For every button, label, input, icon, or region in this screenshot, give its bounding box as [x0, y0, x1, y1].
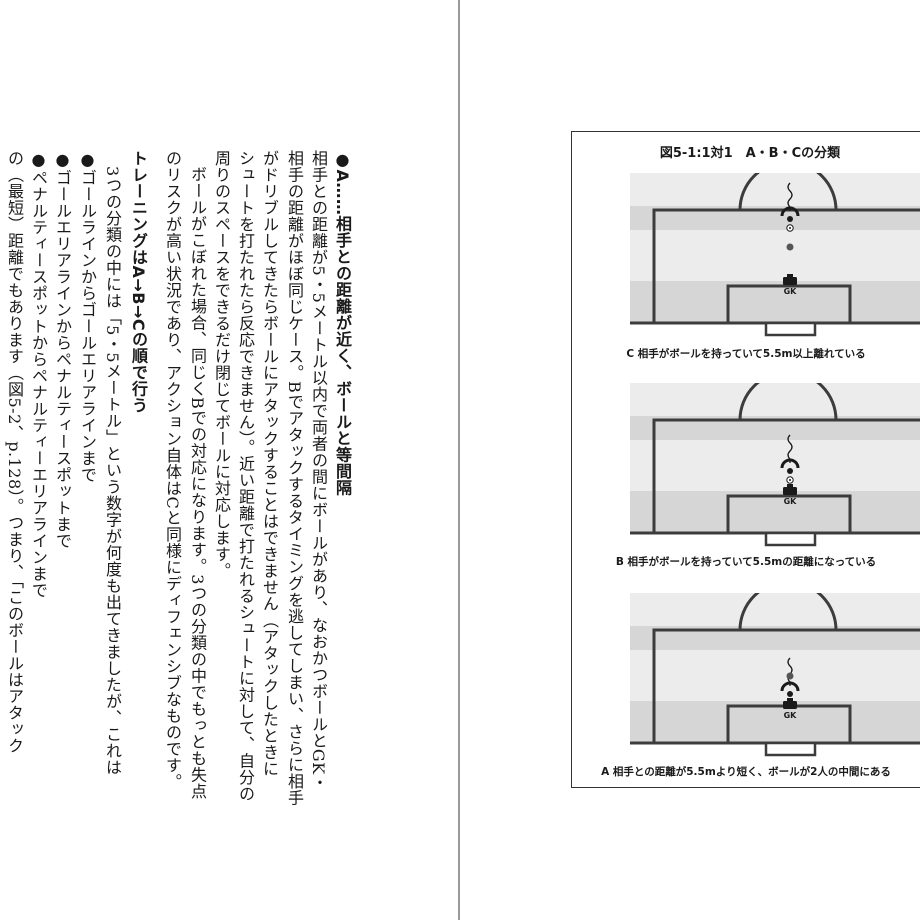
pitch-stripe	[630, 230, 920, 257]
pitch-stripe	[630, 650, 920, 677]
panel-caption: C 相手がボールを持っていて5.5m以上離れている	[626, 348, 866, 360]
text-column: ●ペナルティースポットからペナルティーエリアラインまで	[29, 150, 48, 599]
pitch-stripe	[630, 440, 920, 467]
loose-ball	[786, 672, 794, 680]
pitch-stripe	[630, 491, 920, 533]
pitch-stripe	[630, 467, 920, 491]
attacker-body	[787, 691, 793, 697]
penalty-arc	[738, 383, 838, 421]
pitch-stripe	[630, 281, 920, 323]
goal-area-line	[726, 284, 852, 323]
dribble-path	[787, 434, 793, 463]
penalty-area-line	[652, 208, 920, 323]
goalkeeper-label: GK	[784, 497, 798, 506]
dribble-path	[787, 182, 793, 211]
pitch-stripe	[630, 677, 920, 701]
goalkeeper-label: GK	[784, 711, 798, 720]
text-column: ●ゴールラインからゴールエリアラインまで	[78, 150, 97, 483]
text-column: ボールがこぼれた場合、同じくBでの対応になります。3つの分類の中でもっとも失点	[188, 166, 207, 800]
attacker-icon	[780, 458, 800, 469]
attacker-body	[787, 468, 793, 474]
book-spine	[458, 0, 460, 920]
pitch-stripe	[630, 701, 920, 743]
goalkeeper-head	[787, 274, 793, 278]
attacker-icon	[780, 206, 800, 217]
penalty-arc	[738, 173, 838, 211]
goal-area-line	[726, 494, 852, 533]
goalkeeper-icon	[783, 277, 797, 285]
text-column: 相手との距離が5・5メートル以内で両者の間にボールがあり、なおかつボールとGK・	[309, 150, 328, 792]
penalty-arc	[738, 593, 838, 631]
text-column: 周りのスペースをできるだけ閉じてボールに対応します。	[212, 150, 231, 579]
panel-caption: A 相手との距離が5.5mより短く、ボールが2人の中間にある	[601, 766, 891, 778]
goalkeeper-head	[787, 698, 793, 702]
ball-dot	[789, 479, 791, 481]
text-column: シュートを打たれたら反応できません）。近い距離で打たれるシュートに対して、自分の	[236, 150, 255, 802]
penalty-area-line	[652, 628, 920, 743]
panel-caption: B 相手がボールを持っていて5.5mの距離になっている	[615, 556, 877, 568]
text-column: ●ゴールエリアラインからペナルティースポットまで	[53, 150, 72, 549]
text-column: 3つの分類の中には「5・5メートル」という数字が何度も出てきましたが、これは	[103, 166, 122, 776]
loose-ball	[786, 243, 794, 251]
goal	[764, 321, 817, 337]
text-column: 相手の距離がほぼ同じケース。Bでアタックするタイミングを逃してしまい、さらに相手	[285, 150, 304, 806]
goal	[764, 531, 817, 547]
pitch-diagram: GK	[630, 383, 920, 548]
ball-dot	[789, 227, 791, 229]
text-column: のリスクが高い状況であり、アクション自体はCと同様にディフェンシブなものです。	[163, 150, 182, 790]
goalkeeper-icon	[783, 487, 797, 495]
attacker-icon	[780, 681, 800, 692]
goalkeeper-icon	[783, 701, 797, 709]
pitch-stripe	[630, 257, 920, 281]
text-column: の（最短）距離でもあります（図5-2、p.128）。つまり、「このボールはアタッ…	[5, 150, 24, 755]
pitch-stripe	[630, 383, 920, 416]
pitch-stripe	[630, 173, 920, 206]
text-column: がドリブルしてきたらボールにアタックすることはできません（アタックしたときに	[260, 150, 279, 777]
pitch-stripe	[630, 593, 920, 626]
goalkeeper-label: GK	[784, 287, 798, 296]
figure-title: 図5-1:1対1 A・B・Cの分類	[659, 146, 841, 161]
pitch-diagram: GK	[630, 173, 920, 338]
section-heading: トレーニングはA→B→Cの順で行う	[129, 150, 148, 414]
attacker-body	[787, 216, 793, 222]
section-heading: ●A……相手との距離が近く、ボールと等間隔	[333, 150, 352, 496]
penalty-area-line	[652, 418, 920, 533]
goalkeeper-head	[787, 484, 793, 488]
goal	[764, 741, 817, 757]
pitch-diagram: GK	[630, 593, 920, 758]
